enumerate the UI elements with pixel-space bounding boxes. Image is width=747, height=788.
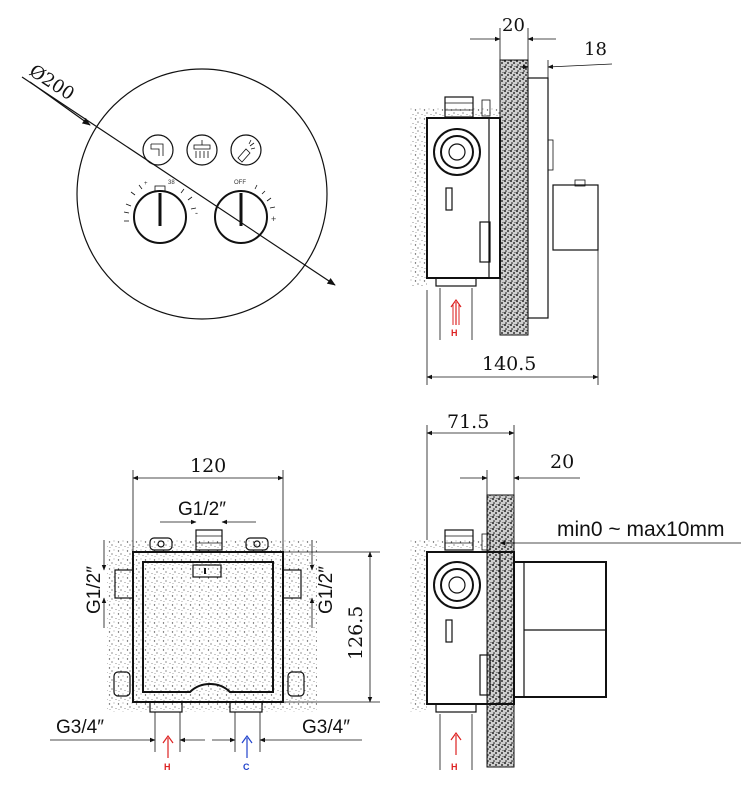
side-view-top: H 20 18 140.5 <box>410 15 613 385</box>
install-box-outer <box>132 551 284 703</box>
tub-spout-icon <box>150 143 164 156</box>
hot-inlet-label: H <box>451 762 458 772</box>
diameter-leader <box>21 76 336 286</box>
off-label: OFF <box>234 180 246 186</box>
knob-cap <box>574 179 586 187</box>
bottom-inlet <box>435 703 477 713</box>
wall-section <box>499 59 529 336</box>
slot <box>445 187 453 211</box>
dim-width-120: 120 <box>190 455 226 477</box>
flow-scale-ticks <box>254 184 276 209</box>
hot-inlet-arrow <box>450 731 462 755</box>
front-view: Ø200 + 38 <box>21 61 336 320</box>
clip <box>479 221 491 263</box>
tub-spout-button <box>142 134 174 166</box>
top-port-nut <box>195 529 223 551</box>
outlet-port-middle <box>440 135 474 169</box>
hot-inlet-label: H <box>164 762 171 772</box>
center-mark <box>192 564 222 578</box>
outlet-port-outer <box>433 128 481 176</box>
outlet-port-inner <box>448 576 466 594</box>
bottom-left-port <box>149 701 183 713</box>
plate-button <box>547 139 554 171</box>
left-port <box>114 569 134 599</box>
bottom-right-port <box>229 701 263 713</box>
bottom-left-thread-label: G3/4″ <box>56 717 104 738</box>
valve-flange <box>488 117 501 279</box>
temperature-scale-ticks <box>123 184 197 222</box>
overhead-shower-icon <box>193 140 211 158</box>
outlet-port-outer <box>433 561 481 609</box>
hot-inlet-arrow <box>450 298 462 325</box>
top-nut <box>444 96 474 118</box>
overhead-shower-button <box>186 134 218 166</box>
temperature-knob: + 38 <box>123 180 197 244</box>
top-clip <box>481 99 491 117</box>
cold-inlet-label: C <box>243 762 250 772</box>
concrete-fill-top <box>427 108 500 116</box>
outlet-port-inner <box>448 143 466 161</box>
bottom-inlet <box>435 277 477 287</box>
flow-minus-mark: - <box>195 208 198 218</box>
side-view-bottom: H 71.5 20 min0 ~ max10mm <box>410 411 741 772</box>
cold-inlet-arrow <box>241 734 253 758</box>
outlet-port-middle <box>440 568 474 602</box>
diameter-label: Ø200 <box>25 61 78 105</box>
clip <box>479 654 491 696</box>
dim-depth-140-5: 140.5 <box>482 353 536 375</box>
concrete-fill-left <box>410 540 427 712</box>
knob-knurled-section <box>552 184 599 251</box>
slot <box>445 619 453 643</box>
scale-label-38: 38 <box>168 180 175 186</box>
top-thread-label: G1/2″ <box>178 499 226 520</box>
install-box-inner <box>142 561 274 693</box>
diameter-leader-arrow <box>29 81 91 126</box>
top-clip <box>481 533 491 551</box>
top-nut <box>444 529 474 551</box>
hand-shower-icon <box>237 139 256 163</box>
dim-plate-18: 18 <box>584 39 607 60</box>
dim-wall-20: 20 <box>550 451 574 473</box>
concrete-fill-left <box>410 108 427 286</box>
plus-mark: + <box>144 181 148 187</box>
safety-button <box>154 185 166 192</box>
left-thread-label: G1/2″ <box>84 566 105 614</box>
flow-plus-mark: + <box>271 214 276 224</box>
flow-knob-ring <box>214 190 268 244</box>
dim-height-126-5: 126.5 <box>345 606 367 660</box>
dim-depth-71-5: 71.5 <box>447 411 489 433</box>
right-port <box>282 569 302 599</box>
concrete-surround <box>107 540 317 712</box>
concrete-fill-top <box>427 540 487 548</box>
dim-range-label: min0 ~ max10mm <box>557 518 724 541</box>
right-thread-label: G1/2″ <box>316 566 337 614</box>
corner-brackets <box>113 537 305 697</box>
box-view: 120 G1/2″ 126.5 G1/2″ G1/2″ G3/4″ G3/4″ … <box>50 455 380 772</box>
bottom-right-thread-label: G3/4″ <box>302 717 350 738</box>
cover-plate-outline <box>76 68 328 320</box>
hot-inlet-label: H <box>451 328 458 338</box>
dim-wall-20: 20 <box>502 15 525 36</box>
cover-plate-section <box>527 77 549 319</box>
hand-shower-button <box>230 134 262 166</box>
hot-inlet-arrow <box>162 734 174 758</box>
flow-knob: OFF + - <box>195 180 276 244</box>
